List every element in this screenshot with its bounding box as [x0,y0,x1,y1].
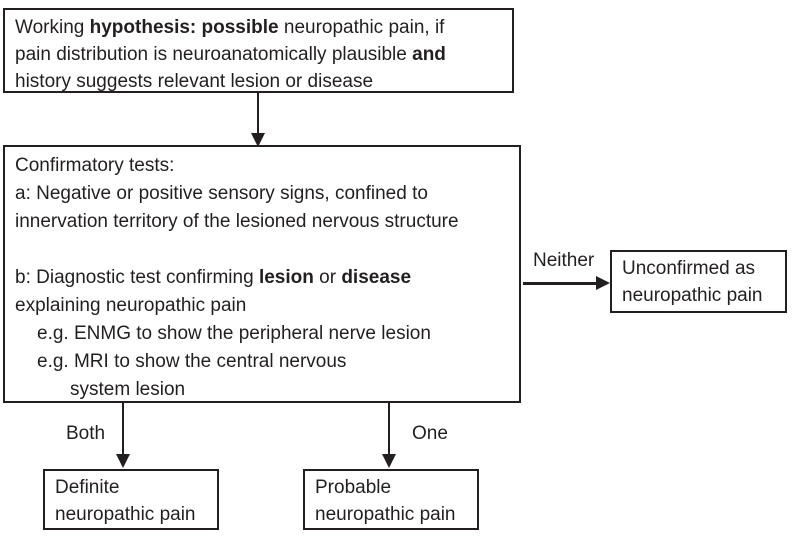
text-line: Working hypothesis: possible neuropathic… [15,17,445,38]
edge-label-both: Both [66,423,106,444]
text-line: Confirmatory tests: [15,155,175,176]
text-line: b: Diagnostic test confirming lesion or … [15,267,412,288]
text-line: neuropathic pain [55,504,196,525]
right-arrow-shaft-neither [523,282,597,285]
text-line: neuropathic pain [622,285,763,306]
text-line [15,236,509,264]
down-arrow-shaft-working-to-confirmatory [257,93,259,135]
text-line: Unconfirmed as [622,258,756,279]
definite-neuropathic-pain-box: Definite neuropathic pain [43,469,219,530]
text-line: e.g. ENMG to show the peripheral nerve l… [37,323,431,344]
right-arrow-head-neither [596,276,610,290]
down-arrow-head-working-to-confirmatory [251,133,265,147]
confirmatory-tests-box: Confirmatory tests: a: Negative or positi… [3,145,521,403]
down-arrow-shaft-one [388,403,390,456]
text-line: e.g. MRI to show the central nervous [37,351,347,372]
edge-label-one: One [412,423,448,444]
text-line: innervation territory of the lesioned ne… [15,211,459,232]
text-line: Probable [315,477,392,498]
working-hypothesis-box: Working hypothesis: possible neuropathic… [3,8,514,93]
probable-neuropathic-pain-box: Probable neuropathic pain [303,469,479,530]
edge-label-neither: Neither [533,250,595,271]
unconfirmed-neuropathic-pain-box: Unconfirmed as neuropathic pain [610,250,787,313]
text-line: explaining neuropathic pain [15,295,247,316]
text-line: history suggests relevant lesion or dise… [15,71,374,92]
text-line: a: Negative or positive sensory signs, c… [15,183,428,204]
down-arrow-head-one [382,454,396,468]
text-line: pain distribution is neuroanatomically p… [15,44,446,65]
down-arrow-shaft-both [122,403,124,456]
text-line: system lesion [70,379,186,400]
text-line: neuropathic pain [315,504,456,525]
text-line: Definite [55,477,120,498]
down-arrow-head-both [116,454,130,468]
